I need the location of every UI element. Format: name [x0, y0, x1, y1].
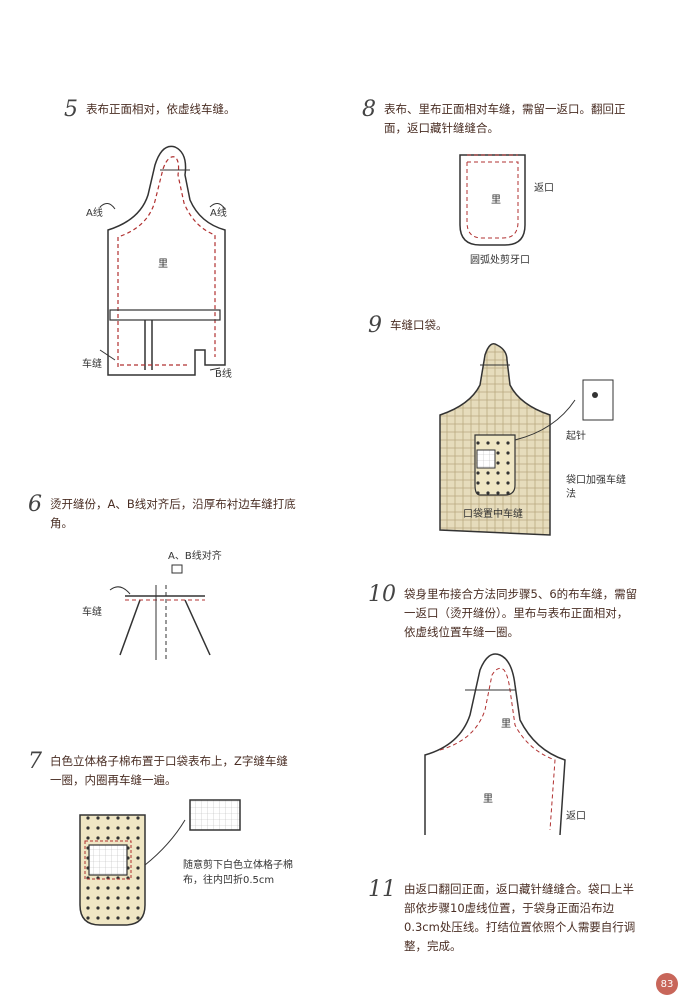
label-curve-cut: 圆弧处剪牙口	[470, 255, 530, 266]
label-pocket-center-sew: 口袋置中车缝	[463, 509, 523, 520]
step-10: 10 袋身里布接合方法同步骤5、6的布车缝，需留一返口（烫开缝份）。里布与表布正…	[368, 582, 638, 642]
label-return-opening: 返口	[534, 183, 554, 194]
page-number-badge: 83	[656, 973, 678, 995]
step-text: 车缝口袋。	[390, 318, 448, 332]
label-start-stitch: 起针	[566, 431, 586, 442]
label-a-line-right: A线	[210, 208, 227, 219]
step-5: 5 表布正面相对，依虚线车缝。	[64, 97, 334, 122]
step-text: 白色立体格子棉布置于口袋表布上，Z字缝车缝一圈，内圈再车缝一遍。	[50, 754, 288, 787]
step-number: 7	[28, 749, 42, 774]
step-9: 9 车缝口袋。	[368, 313, 648, 338]
step-11: 11 由返口翻回正面，返口藏针缝缝合。袋口上半部依步骤10虚线位置，于袋身正面沿…	[368, 877, 638, 956]
label-a-line-left: A线	[86, 208, 103, 219]
step-text: 袋身里布接合方法同步骤5、6的布车缝，需留一返口（烫开缝份）。里布与表布正面相对…	[404, 587, 638, 639]
step-text: 由返口翻回正面，返口藏针缝缝合。袋口上半部依步骤10虚线位置，于袋身正面沿布边0…	[404, 882, 636, 953]
diagram-step6-corner	[109, 564, 211, 660]
label-return-opening: 返口	[566, 811, 586, 822]
label-sew: 车缝	[82, 607, 102, 618]
label-lining: 里	[491, 195, 501, 206]
step-number: 10	[368, 582, 396, 607]
step-8: 8 表布、里布正面相对车缝，需留一返口。翻回正面，返口藏针缝缝合。	[362, 97, 642, 138]
step-text: 表布、里布正面相对车缝，需留一返口。翻回正面，返口藏针缝缝合。	[384, 102, 626, 135]
diagram-step5-apron	[99, 145, 226, 376]
label-sew: 车缝	[82, 359, 102, 370]
step-number: 8	[362, 97, 376, 122]
step-text: 表布正面相对，依虚线车缝。	[86, 102, 236, 116]
label-lining: 里	[501, 719, 511, 730]
step-number: 6	[28, 492, 42, 517]
step-text: 烫开缝份，A、B线对齐后，沿厚布衬边车缝打底角。	[50, 497, 296, 530]
label-pocket-reinforce: 袋口加强车缝法	[566, 475, 626, 500]
diagram-step8-lining	[459, 154, 526, 246]
label-lining: 里	[158, 259, 168, 270]
diagram-step9-apron	[439, 343, 614, 536]
diagram-step7-pocket	[79, 799, 241, 926]
step-7: 7 白色立体格子棉布置于口袋表布上，Z字缝车缝一圈，内圈再车缝一遍。	[28, 749, 298, 790]
step-number: 5	[64, 97, 78, 122]
label-b-line: B线	[215, 369, 232, 380]
label-lining: 里	[483, 794, 493, 805]
label-note: 随意剪下白色立体格子棉布，往内凹折0.5cm	[183, 860, 293, 886]
step-number: 9	[368, 313, 382, 338]
step-6: 6 烫开缝份，A、B线对齐后，沿厚布衬边车缝打底角。	[28, 492, 298, 533]
step-number: 11	[368, 877, 396, 902]
label-ab-align: A、B线对齐	[168, 551, 222, 562]
diagram-step10-apron	[424, 653, 566, 836]
